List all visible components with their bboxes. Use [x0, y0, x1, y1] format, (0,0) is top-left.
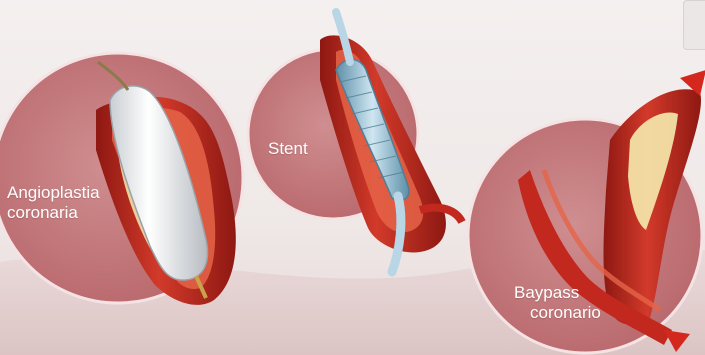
stent-label: Stent [268, 139, 308, 159]
bypass-label: Baypass coronario [512, 283, 630, 323]
angioplasty-label-line-1: Angioplastia [7, 183, 127, 203]
angioplasty-label-line-2: coronaria [7, 203, 127, 223]
top-right-panel [683, 0, 705, 50]
stent-label-line-1: Stent [268, 139, 308, 158]
angioplasty-group [0, 53, 243, 305]
bypass-label-line-1: Baypass [512, 283, 630, 303]
bypass-label-line-2: coronario [512, 303, 630, 323]
angioplasty-label: Angioplastia coronaria [7, 183, 127, 223]
